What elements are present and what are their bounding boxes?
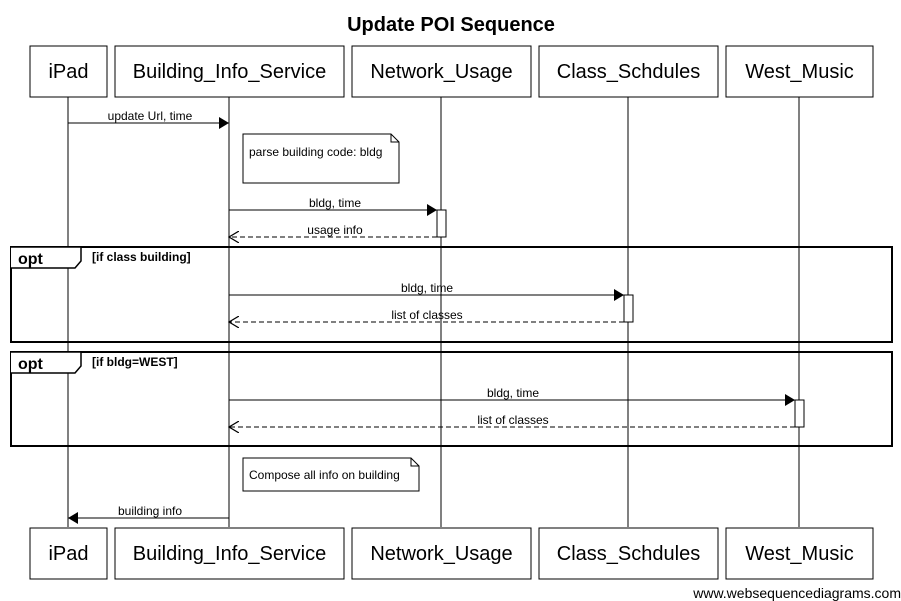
participant-label: Building_Info_Service — [133, 61, 326, 83]
participant-label: Network_Usage — [370, 61, 512, 83]
participant-building-info-service-bottom: Building_Info_Service — [114, 527, 345, 580]
participant-ipad: iPad — [29, 45, 108, 98]
note-text: parse building code: bldg — [249, 145, 382, 159]
participant-west-music-bottom: West_Music — [725, 527, 874, 580]
message-usage-info: usage info — [229, 223, 437, 237]
note-compose-all-info: Compose all info on building — [242, 457, 420, 492]
activation-west-music — [794, 399, 805, 428]
opt-keyword: opt — [18, 356, 44, 373]
message-building-info: building info — [68, 504, 229, 524]
message-label: bldg, time — [401, 281, 453, 295]
participant-label: iPad — [48, 543, 88, 565]
participant-building-info-service: Building_Info_Service — [114, 45, 345, 98]
footer-watermark: www.websequencediagrams.com — [692, 585, 901, 601]
message-label: list of classes — [391, 308, 462, 322]
message-label: update Url, time — [108, 109, 193, 123]
participants-top: iPad Building_Info_Service Network_Usage… — [29, 45, 874, 98]
message-list-of-classes-class: list of classes — [229, 308, 624, 322]
opt-condition: [if class building] — [92, 250, 191, 264]
participant-class-schdules-bottom: Class_Schdules — [538, 527, 719, 580]
opt-fragment-bldg-west: opt [if bldg=WEST] — [10, 351, 893, 447]
diagram-title: Update POI Sequence — [347, 14, 555, 36]
participant-label: Class_Schdules — [557, 543, 700, 565]
activation-class-schdules — [623, 294, 634, 323]
message-label: building info — [118, 504, 182, 518]
note-text: Compose all info on building — [249, 468, 400, 482]
lifelines — [67, 97, 800, 527]
message-label: bldg, time — [487, 386, 539, 400]
participants-bottom: iPad Building_Info_Service Network_Usage… — [29, 527, 874, 580]
activation-network-usage — [436, 209, 447, 238]
message-list-of-classes-west: list of classes — [229, 413, 795, 427]
participant-network-usage: Network_Usage — [351, 45, 532, 98]
message-bldg-time-class: bldg, time — [229, 281, 624, 301]
message-label: bldg, time — [309, 196, 361, 210]
participant-label: Class_Schdules — [557, 61, 700, 83]
participant-network-usage-bottom: Network_Usage — [351, 527, 532, 580]
participant-label: Network_Usage — [370, 543, 512, 565]
message-label: list of classes — [477, 413, 548, 427]
message-bldg-time-network: bldg, time — [229, 196, 437, 216]
participant-class-schdules: Class_Schdules — [538, 45, 719, 98]
participant-label: iPad — [48, 61, 88, 83]
participant-label: West_Music — [745, 61, 854, 83]
participant-west-music: West_Music — [725, 45, 874, 98]
participant-ipad-bottom: iPad — [29, 527, 108, 580]
opt-keyword: opt — [18, 251, 44, 268]
note-parse-building-code: parse building code: bldg — [242, 133, 400, 184]
participant-label: Building_Info_Service — [133, 543, 326, 565]
opt-fragment-class-building: opt [if class building] — [10, 246, 893, 343]
opt-condition: [if bldg=WEST] — [92, 355, 178, 369]
participant-label: West_Music — [745, 543, 854, 565]
message-update-url: update Url, time — [68, 109, 229, 129]
message-label: usage info — [307, 223, 363, 237]
message-bldg-time-west: bldg, time — [229, 386, 795, 406]
